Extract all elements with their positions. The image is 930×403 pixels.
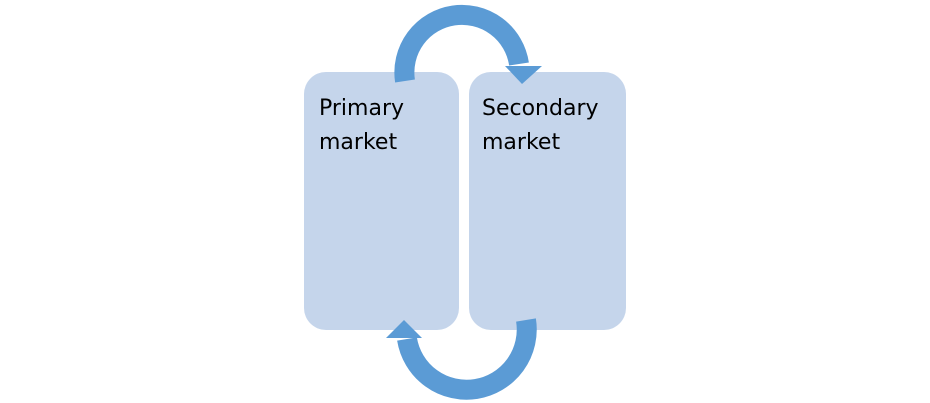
- secondary-market-label: Secondary market: [482, 96, 599, 155]
- primary-market-label: Primary market: [319, 96, 405, 155]
- primary-market-box: [304, 72, 459, 330]
- curved-arrow-top-icon: [394, 4, 542, 84]
- secondary-market-box: [469, 72, 626, 330]
- curved-arrow-bottom-icon: [386, 318, 537, 400]
